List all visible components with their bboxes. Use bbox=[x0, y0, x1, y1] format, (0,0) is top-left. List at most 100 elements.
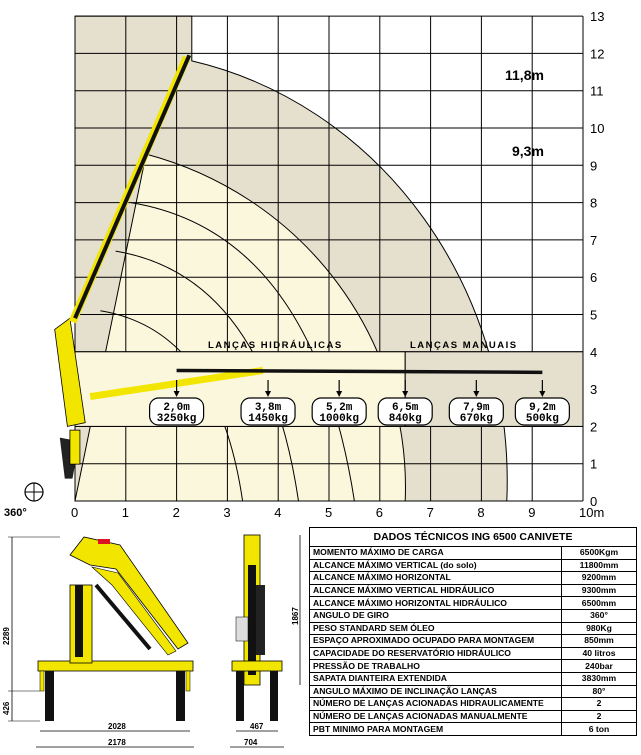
load-box bbox=[311, 397, 367, 426]
row-value: 80° bbox=[561, 684, 637, 699]
table-row: ALCANCE MÁXIMO VERTICAL (do solo)11800mm bbox=[309, 558, 637, 573]
row-value: 2 bbox=[561, 709, 637, 724]
load-reach: 7,9m bbox=[463, 402, 490, 414]
load-arrowhead bbox=[265, 391, 272, 397]
load-arrowhead bbox=[173, 391, 180, 397]
x-tick: 6 bbox=[376, 505, 383, 520]
dim-height: 2289 bbox=[2, 627, 11, 645]
row-label: PBT MINIMO PARA MONTAGEM bbox=[309, 722, 562, 736]
row-label: SAPATA DIANTEIRA EXTENDIDA bbox=[309, 671, 562, 686]
crane-drawing bbox=[54, 54, 543, 479]
row-value: 6500Kgm bbox=[561, 546, 637, 560]
dim-front-inner-width: 467 bbox=[250, 722, 264, 731]
x-tick: 5 bbox=[325, 505, 332, 520]
load-arrowhead bbox=[402, 391, 409, 397]
row-label: PESO STANDARD SEM ÓLEO bbox=[309, 621, 562, 636]
row-value: 3830mm bbox=[561, 671, 637, 686]
x-tick: 8 bbox=[477, 505, 484, 520]
reach-mid-label: 9,3m bbox=[512, 143, 544, 159]
crane-lower-arm bbox=[54, 317, 86, 427]
load-arrowhead bbox=[539, 391, 546, 397]
row-label: ANGULO MÁXIMO DE INCLINAÇÃO LANÇAS bbox=[309, 684, 562, 699]
row-label: ANGULO DE GIRO bbox=[309, 608, 562, 623]
y-tick: 11 bbox=[590, 84, 604, 99]
row-label: NÚMERO DE LANÇAS ACIONADAS HIDRAULICAMEN… bbox=[309, 697, 562, 711]
load-value: 500kg bbox=[526, 413, 559, 425]
y-tick: 9 bbox=[590, 158, 597, 173]
manual-boom-label: LANÇAS MANUAIS bbox=[410, 340, 518, 351]
y-tick: 13 bbox=[590, 9, 604, 24]
y-tick: 3 bbox=[590, 382, 597, 397]
y-tick: 4 bbox=[590, 345, 597, 360]
row-value: 360° bbox=[561, 608, 637, 623]
load-value: 3250kg bbox=[157, 413, 197, 425]
row-value: 850mm bbox=[561, 634, 637, 648]
row-value: 6500mm bbox=[561, 596, 637, 610]
dim-base-height: 426 bbox=[2, 701, 11, 715]
y-tick: 1 bbox=[590, 457, 597, 472]
load-reach: 9,2m bbox=[529, 402, 556, 414]
row-label: CAPACIDADE DO RESERVATÓRIO HIDRÁULICO bbox=[309, 646, 562, 661]
side-view-drawing: 2289 426 2028 2178 bbox=[2, 536, 194, 748]
load-box bbox=[448, 397, 504, 426]
dim-front-height: 1867 bbox=[291, 607, 300, 625]
crane-column bbox=[69, 429, 81, 465]
y-tick: 10 bbox=[590, 121, 604, 136]
technical-data-table: DADOS TÉCNICOS ING 6500 CANIVETE MOMENTO… bbox=[309, 527, 637, 736]
row-value: 9200mm bbox=[561, 571, 637, 585]
x-tick: 3 bbox=[223, 505, 230, 520]
reach-arc bbox=[130, 202, 355, 502]
load-arrowhead bbox=[473, 391, 480, 397]
row-label: ALCANCE MÁXIMO VERTICAL HIDRÁULICO bbox=[309, 583, 562, 598]
load-value: 840kg bbox=[389, 413, 422, 425]
dim-front-total-width: 704 bbox=[244, 738, 258, 747]
load-reach: 5,2m bbox=[326, 402, 353, 414]
y-tick: 2 bbox=[590, 419, 597, 434]
x-tick: 4 bbox=[274, 505, 281, 520]
y-tick: 12 bbox=[590, 46, 604, 61]
rotation-indicator: 360° bbox=[4, 482, 44, 519]
dim-total-width: 2178 bbox=[108, 738, 126, 747]
load-value: 1000kg bbox=[319, 413, 359, 425]
x-tick: 10m bbox=[579, 505, 604, 520]
x-tick: 9 bbox=[528, 505, 535, 520]
x-tick: 7 bbox=[427, 505, 434, 520]
load-box bbox=[377, 397, 433, 426]
reach-arc bbox=[115, 250, 299, 502]
row-label: ALCANCE MÁXIMO HORIZONTAL HIDRÁULICO bbox=[309, 596, 562, 610]
row-value: 2 bbox=[561, 697, 637, 711]
load-box bbox=[514, 397, 570, 426]
row-label: ALCANCE MÁXIMO HORIZONTAL bbox=[309, 571, 562, 585]
load-box bbox=[240, 397, 296, 426]
row-label: ESPAÇO APROXIMADO OCUPADO PARA MONTAGEM bbox=[309, 634, 562, 648]
y-tick: 5 bbox=[590, 308, 597, 323]
boom-horizontal-ext bbox=[176, 368, 543, 375]
y-tick: 0 bbox=[590, 494, 597, 509]
boom-vertical-ext bbox=[73, 54, 192, 320]
row-label: MOMENTO MÁXIMO DE CARGA bbox=[309, 546, 562, 560]
row-value: 11800mm bbox=[561, 558, 637, 573]
load-arrowhead bbox=[336, 391, 343, 397]
row-value: 240bar bbox=[561, 659, 637, 673]
table-row: NÚMERO DE LANÇAS ACIONADAS HIDRAULICAMEN… bbox=[309, 697, 637, 711]
row-value: 980Kg bbox=[561, 621, 637, 636]
